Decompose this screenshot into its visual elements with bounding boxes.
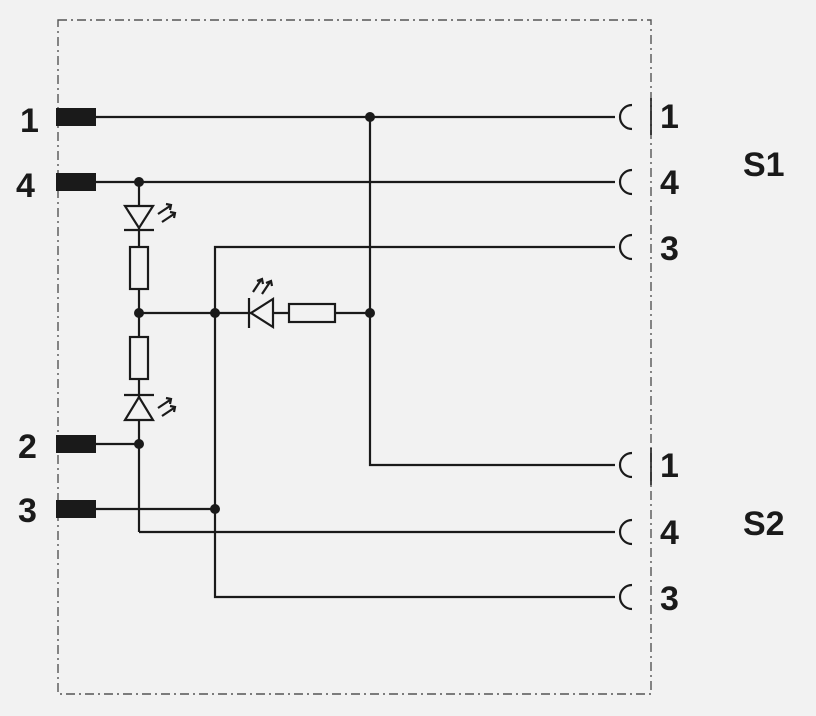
s2-pin-label: 1 — [660, 447, 679, 485]
socket-contact-icon — [618, 451, 633, 479]
socket-contact-icon — [618, 103, 633, 131]
left-pin-2-terminal — [56, 435, 96, 453]
socket-contact-icon — [618, 233, 633, 261]
left-pin-1-terminal — [56, 108, 96, 126]
led-icon — [247, 277, 275, 330]
left-pin-label: 1 — [20, 102, 39, 140]
left-pin-label: 3 — [18, 492, 37, 530]
socket-contact-icon — [618, 518, 633, 546]
junctions — [134, 112, 375, 514]
s2-group-label: S2 — [743, 505, 785, 543]
led-icon — [122, 202, 177, 232]
s1-group-label: S1 — [743, 146, 785, 184]
resistor-icon — [287, 302, 337, 324]
s1-pin-label: 3 — [660, 230, 679, 268]
left-pin-4-terminal — [56, 173, 96, 191]
housing-outline — [57, 19, 652, 695]
s1-pin-label: 4 — [660, 164, 679, 202]
s1-pin-label: 1 — [660, 98, 679, 136]
left-pin-3-terminal — [56, 500, 96, 518]
socket-contacts — [618, 103, 633, 611]
s2-pin-label: 3 — [660, 580, 679, 618]
resistor-icon — [128, 245, 150, 291]
resistor-icon — [128, 335, 150, 381]
wires — [96, 115, 615, 599]
socket-contact-icon — [618, 583, 633, 611]
left-pin-label: 4 — [16, 167, 35, 205]
s2-pin-label: 4 — [660, 514, 679, 552]
led-icon — [123, 393, 177, 422]
socket-contact-icon — [618, 168, 633, 196]
left-pin-label: 2 — [18, 428, 37, 466]
